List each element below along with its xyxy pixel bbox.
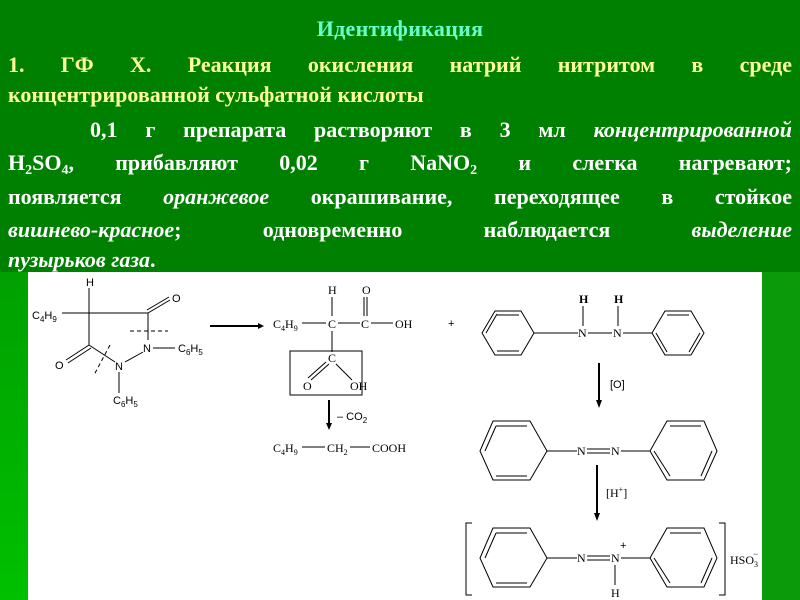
svg-text:CH2: CH2 — [327, 441, 348, 457]
svg-text:C6H5: C6H5 — [178, 343, 203, 357]
body-line-2: H2SO4, прибавляют 0,02 г NaNO2 и слегка … — [8, 148, 792, 186]
atom: H — [614, 292, 624, 306]
plus-sign: + — [448, 318, 454, 330]
butylmalonic-acid-structure: H O C4H9 C C OH C O OH — [273, 283, 413, 396]
text-italic: выделение — [691, 217, 793, 242]
phenylbutazone-structure: H C4H9 O N C6H5 O N C6H5 — [32, 277, 203, 409]
text: H — [8, 150, 26, 175]
atom: OH — [350, 379, 368, 393]
body-line-1: 0,1 г препарата растворяют в 3 мл концен… — [90, 115, 792, 145]
svg-text:N: N — [611, 551, 620, 565]
atom: O — [172, 293, 181, 305]
atom: O — [362, 283, 371, 297]
reaction-scheme: H C4H9 O N C6H5 O N C6H5 H O C4H9 C C — [32, 277, 758, 600]
text: 0,1 г препарата растворяют в 3 мл — [90, 117, 594, 142]
atom: N — [143, 343, 151, 355]
atom: N — [611, 444, 620, 458]
atom: H — [328, 283, 337, 297]
slide-title: Идентификация — [316, 16, 484, 41]
atom: C — [361, 317, 369, 331]
text: , прибавляют 0,02 г NaNO — [68, 150, 471, 175]
atom: O — [303, 379, 312, 393]
decarboxylation-highlight-box — [289, 350, 363, 396]
atom: C — [328, 317, 336, 331]
subscript: 2 — [25, 163, 33, 178]
text: SO — [32, 150, 62, 175]
text: и слегка нагревают; — [477, 150, 792, 175]
atom: OH — [395, 317, 413, 331]
atom: N — [577, 444, 586, 458]
text: ; одновременно наблюдается — [174, 217, 692, 242]
azobenzene-structure: N N — [479, 420, 718, 481]
left-decor-bar — [0, 272, 28, 600]
svg-text:+: + — [620, 540, 626, 552]
text-italic: пузырьков газа — [8, 247, 150, 272]
text-italic: концентрированной — [593, 117, 792, 142]
atom: N — [115, 361, 123, 373]
svg-text:C4H9: C4H9 — [273, 317, 298, 333]
atom: N — [613, 326, 622, 340]
atom: H — [86, 277, 94, 289]
atom: COOH — [372, 441, 406, 455]
body-line-4: вишнево-красное; одновременно наблюдаетс… — [8, 215, 792, 245]
svg-text:C4H9: C4H9 — [32, 310, 57, 324]
svg-text:C6H5: C6H5 — [113, 395, 138, 409]
text: появляется — [8, 184, 164, 209]
atom: N — [577, 551, 586, 565]
atom: N — [578, 326, 587, 340]
subscript: 4 — [61, 163, 69, 178]
atom: H — [579, 292, 589, 306]
subscript: 2 — [470, 163, 478, 178]
heading-line-2: концентрированной сульфатной кислоты — [8, 82, 424, 107]
atom: O — [55, 360, 64, 372]
body-line-5: пузырьков газа. — [8, 245, 792, 275]
oxidation-label: [O] — [610, 379, 625, 391]
svg-text:– CO2: – CO2 — [337, 411, 368, 425]
svg-text:C4H9: C4H9 — [273, 441, 298, 457]
svg-text:HSO3−: HSO3− — [730, 549, 758, 569]
atom: C — [328, 351, 336, 365]
hydrazobenzene-structure: N H N H — [481, 292, 705, 356]
text: . — [149, 247, 156, 272]
body-line-3: появляется оранжевое окрашивание, перехо… — [8, 182, 792, 212]
text-italic: оранжевое — [163, 184, 270, 209]
right-decor-bar — [762, 272, 800, 600]
azobenzene-salt-structure: N N + H HSO3− — [465, 522, 758, 600]
atom: H — [611, 586, 620, 600]
caproic-acid-structure: C4H9 CH2 COOH — [273, 441, 406, 457]
heading-line-1: 1. ГФ Х. Реакция окисления натрий нитрит… — [8, 52, 792, 77]
reaction-scheme-panel: H C4H9 O N C6H5 O N C6H5 H O C4H9 C C — [28, 272, 762, 600]
svg-text:[H+]: [H+] — [606, 485, 627, 500]
text: окрашивание, переходящее в стойкое — [269, 184, 792, 209]
text-italic: вишнево-красное — [8, 217, 175, 242]
